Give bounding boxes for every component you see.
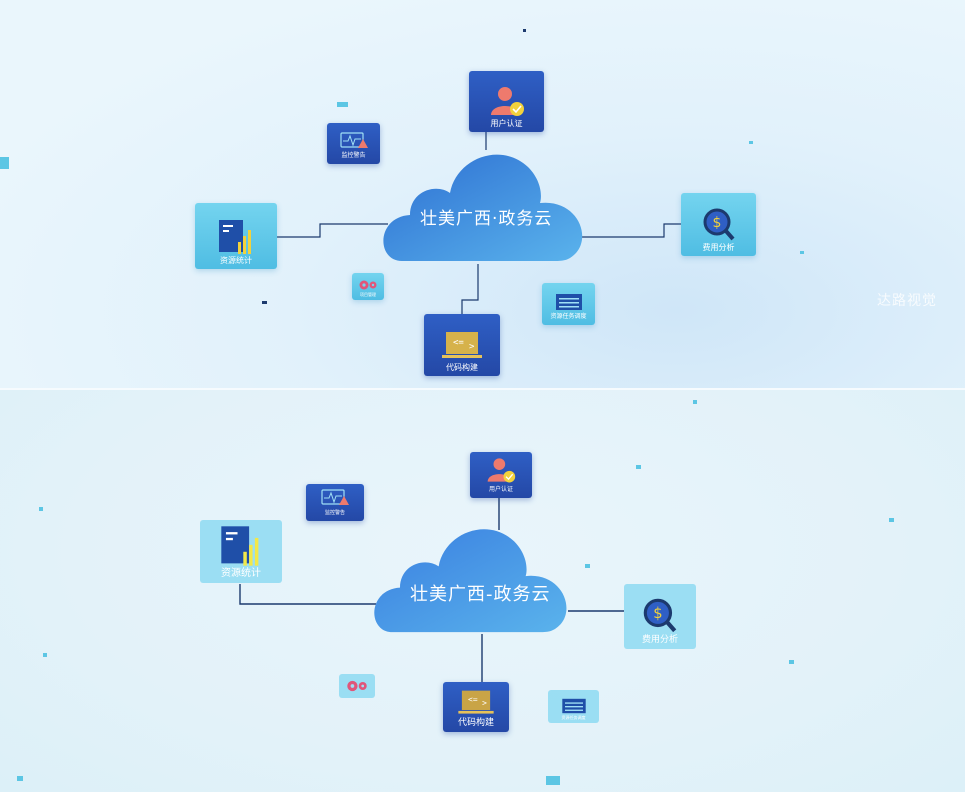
gears-icon: [359, 280, 377, 290]
monitor-alert-node[interactable]: 监控警告: [327, 123, 380, 164]
code-build-label: 代码构建: [446, 363, 478, 372]
svg-text:>: >: [469, 342, 475, 352]
user-check-icon: [487, 458, 516, 483]
speck: [585, 564, 590, 568]
speck: [636, 465, 641, 469]
svg-text:>: >: [482, 699, 487, 708]
speck: [789, 660, 794, 664]
bottom-connectors: [239, 498, 624, 682]
resource-stats-label: 资源统计: [220, 256, 252, 265]
user-auth-label: 用户认证: [488, 486, 513, 493]
svg-text:$: $: [653, 605, 662, 622]
svg-text:$: $: [712, 215, 721, 231]
monitor-alert-icon: [339, 132, 368, 148]
top-connectors: [276, 132, 682, 316]
resource-stats-node[interactable]: 资源统计: [200, 520, 282, 583]
watermark: 达路视觉: [877, 293, 937, 309]
resource-stats-node[interactable]: 资源统计: [195, 203, 277, 269]
speck: [693, 400, 697, 404]
speck: [889, 518, 894, 522]
project-mgmt-node[interactable]: 项目管理: [352, 273, 384, 300]
cost-analysis-node[interactable]: $ 费用分析: [681, 193, 756, 256]
code-build-node[interactable]: <= > 代码构建: [424, 314, 500, 376]
project-mgmt-label: 项目管理: [360, 292, 376, 297]
top-panel: 壮美广西·政务云 用户认证 监控警告 资源统计: [0, 0, 965, 388]
code-build-label: 代码构建: [457, 718, 494, 728]
cloud-shape: [383, 154, 583, 261]
speck: [43, 653, 47, 657]
speck: [0, 157, 9, 169]
speck: [262, 301, 267, 304]
panel-divider: [0, 388, 965, 390]
project-mgmt-node[interactable]: [339, 674, 375, 698]
monitor-alert-node[interactable]: 监控警告: [306, 484, 364, 521]
resource-stats-icon: [221, 526, 259, 566]
speck: [546, 776, 560, 785]
user-auth-node[interactable]: 用户认证: [469, 71, 544, 132]
svg-text:<=: <=: [468, 695, 478, 704]
speck: [749, 141, 753, 144]
gears-icon: [347, 680, 367, 692]
task-list-icon: [561, 698, 586, 714]
resource-task-node[interactable]: 资源任务调度: [548, 690, 599, 723]
cloud-title: 壮美广西·政务云: [420, 209, 553, 229]
magnifier-dollar-icon: $: [703, 208, 735, 241]
speck: [523, 29, 526, 32]
speck: [337, 102, 348, 107]
resource-task-label: 资源任务调度: [550, 313, 587, 320]
resource-stats-label: 资源统计: [221, 568, 261, 579]
cloud-title: 壮美广西-政务云: [410, 584, 551, 605]
cost-analysis-node[interactable]: $ 费用分析: [624, 584, 696, 649]
code-build-node[interactable]: <= > 代码构建: [443, 682, 509, 732]
user-auth-label: 用户认证: [490, 119, 523, 128]
cloud-shape: [374, 529, 567, 633]
cost-analysis-label: 费用分析: [641, 635, 678, 645]
resource-stats-icon: [219, 220, 251, 254]
svg-text:<=: <=: [453, 338, 464, 348]
laptop-code-icon: <= >: [442, 332, 482, 358]
resource-task-label: 资源任务调度: [561, 715, 586, 720]
user-auth-node[interactable]: 用户认证: [470, 452, 532, 498]
magnifier-dollar-icon: $: [643, 598, 677, 633]
task-list-icon: [555, 294, 582, 310]
monitor-alert-icon: [321, 489, 349, 505]
cost-analysis-label: 费用分析: [702, 243, 735, 252]
bottom-panel: 壮美广西-政务云 用户认证 监控警告 资源统计: [0, 390, 965, 792]
speck: [17, 776, 23, 781]
resource-task-node[interactable]: 资源任务调度: [542, 283, 595, 325]
speck: [800, 251, 804, 254]
monitor-alert-label: 监控警告: [324, 510, 345, 516]
user-check-icon: [490, 87, 524, 116]
laptop-code-icon: <= >: [458, 690, 494, 714]
speck: [39, 507, 43, 511]
monitor-alert-label: 监控警告: [341, 152, 366, 159]
